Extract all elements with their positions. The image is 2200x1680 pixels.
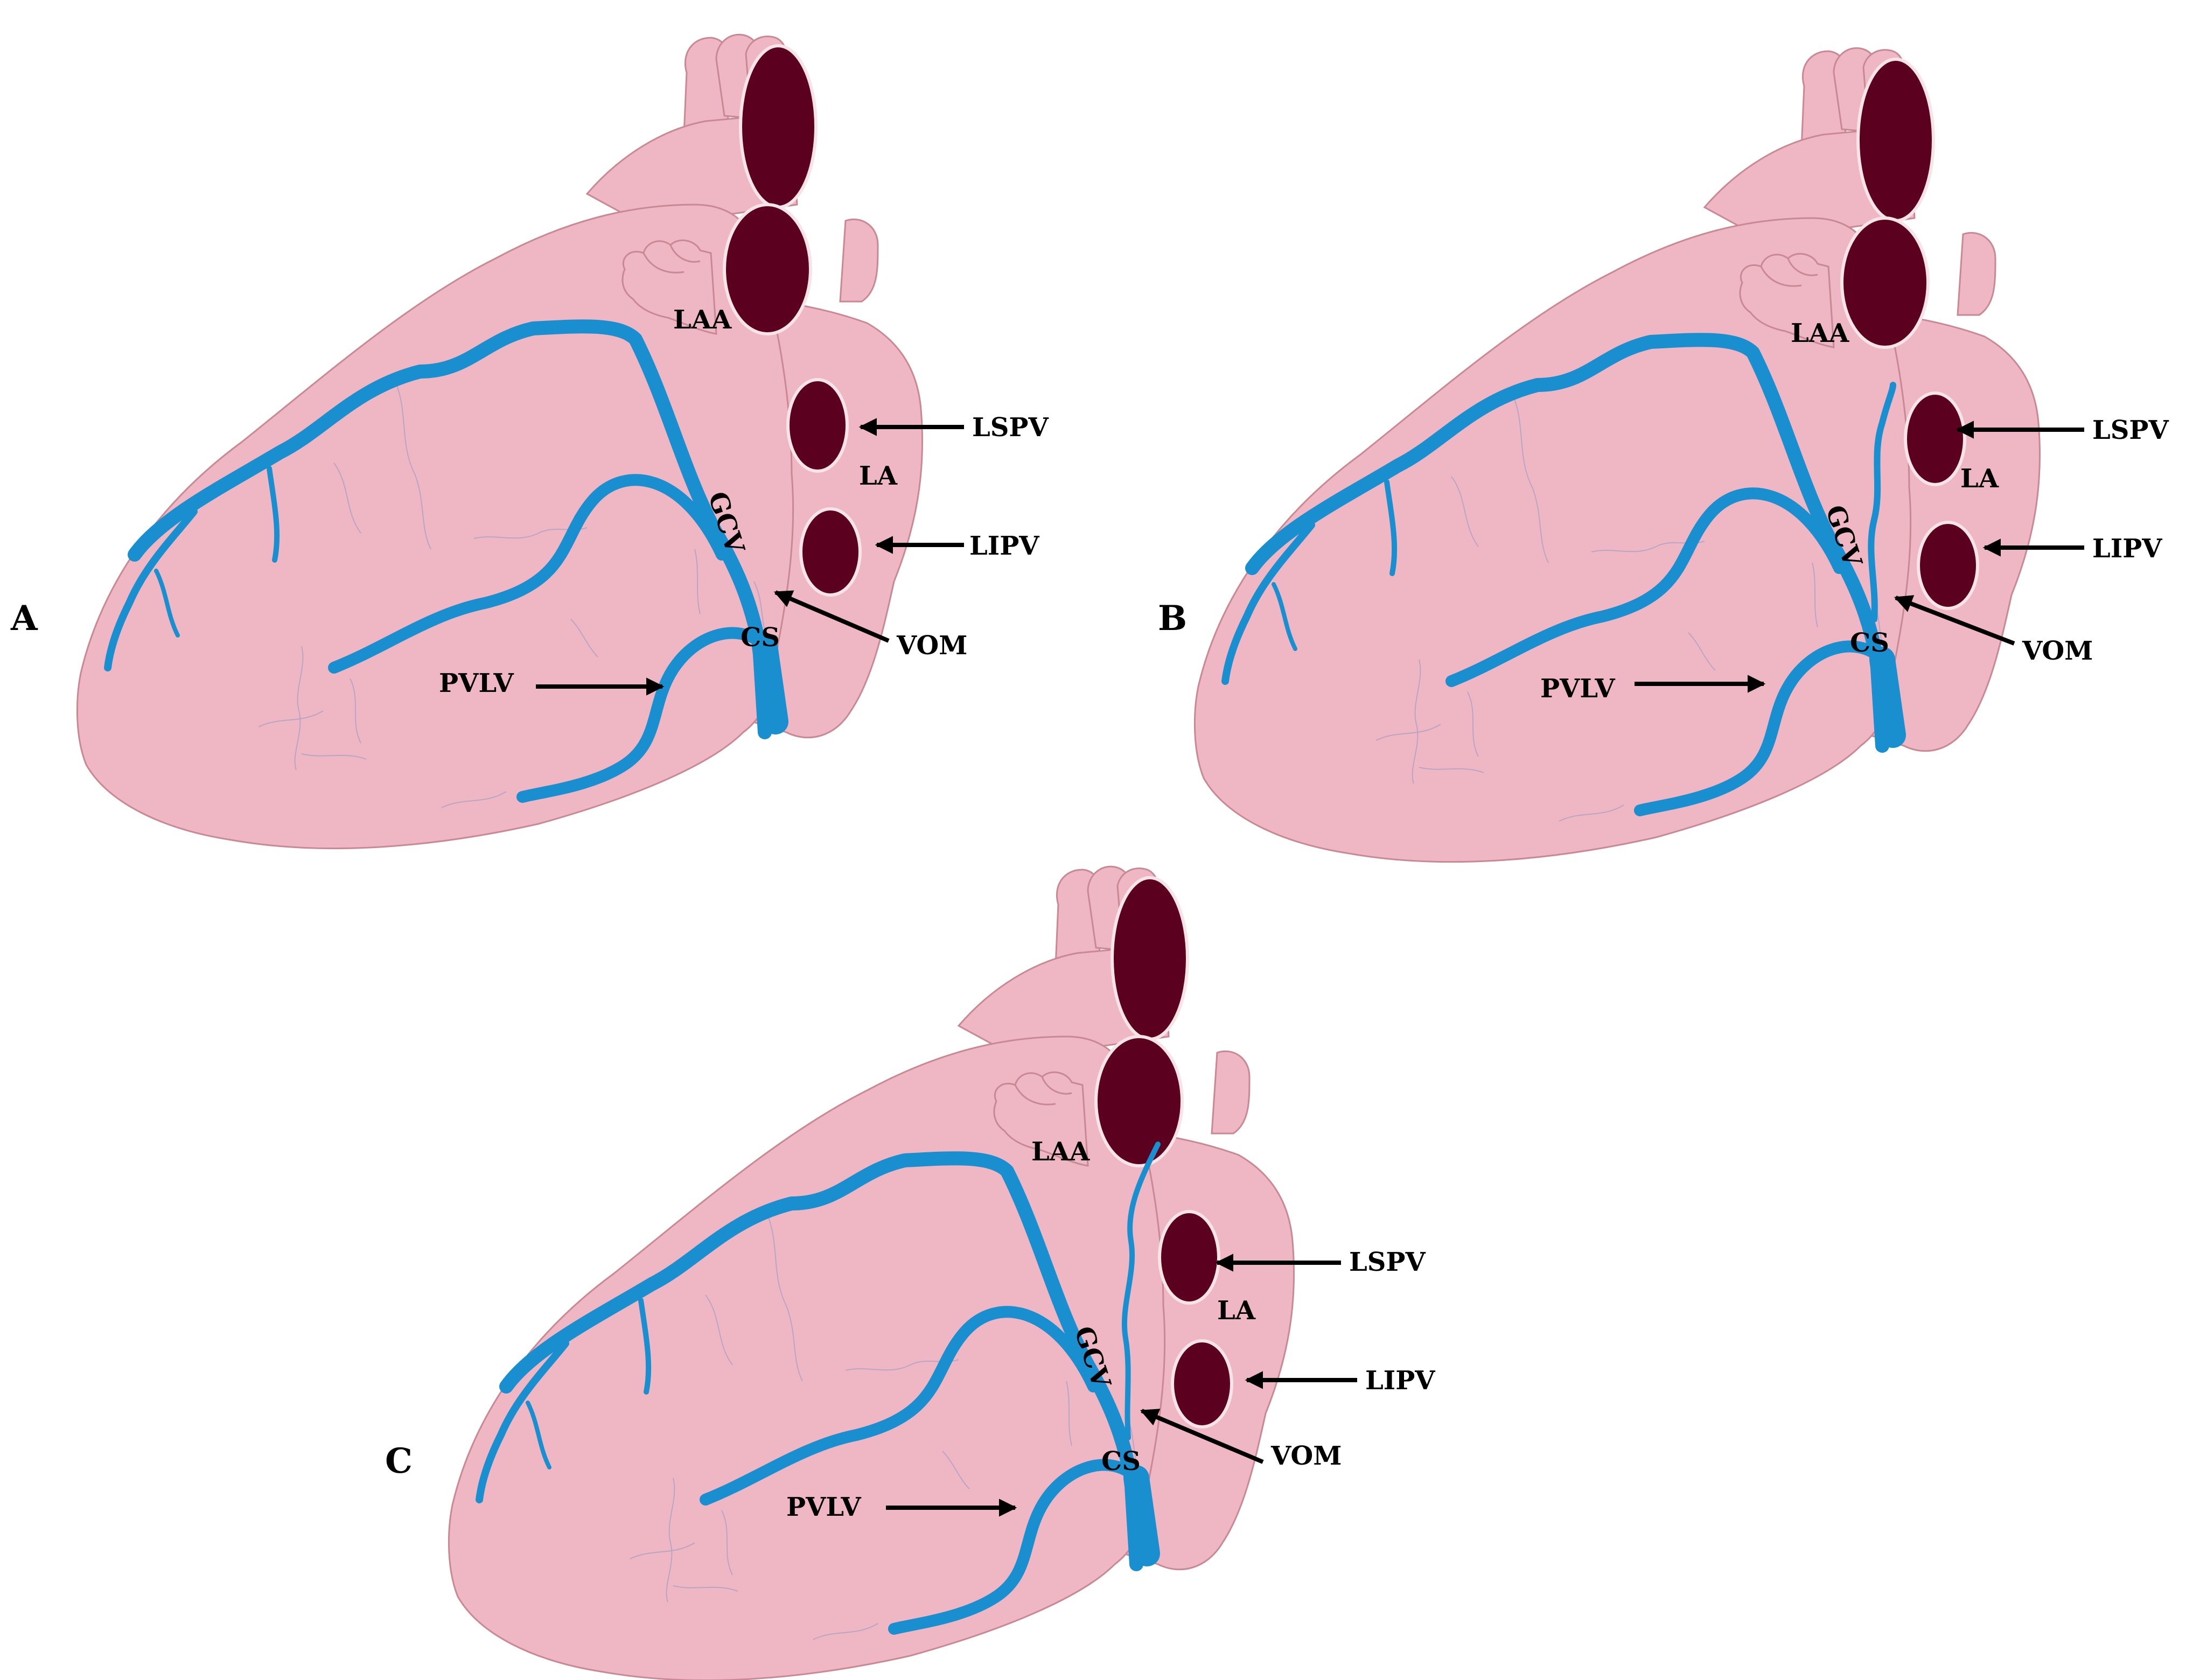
label-vom-a: VOM bbox=[896, 631, 967, 661]
label-la-c: LA bbox=[1217, 1296, 1256, 1326]
label-cs-a: CS bbox=[741, 622, 780, 653]
heart-illustration-b bbox=[1195, 48, 2040, 862]
label-vom-c: VOM bbox=[1270, 1441, 1342, 1471]
panel-a: A LAA LA LSPV LIPV GCV CS VOM PVLV bbox=[10, 34, 1049, 848]
label-lspv-c: LSPV bbox=[1349, 1247, 1426, 1277]
label-lipv-c: LIPV bbox=[1365, 1366, 1435, 1396]
panel-label-a: A bbox=[10, 598, 38, 639]
panel-label-b: B bbox=[1158, 598, 1187, 639]
arrow-vom-c bbox=[1140, 1409, 1264, 1464]
arrow-vom-a bbox=[773, 590, 890, 643]
label-pvlv-c: PVLV bbox=[786, 1492, 861, 1522]
label-pvlv-a: PVLV bbox=[439, 668, 514, 698]
label-cs-b: CS bbox=[1850, 628, 1889, 658]
arrow-vom-b bbox=[1894, 595, 2015, 646]
label-lspv-a: LSPV bbox=[972, 412, 1049, 443]
label-lipv-b: LIPV bbox=[2092, 534, 2162, 564]
label-laa-a: LAA bbox=[673, 305, 732, 335]
panel-label-c: C bbox=[385, 1441, 413, 1481]
label-la-a: LA bbox=[859, 461, 898, 491]
label-laa-c: LAA bbox=[1031, 1137, 1090, 1167]
panel-c: C LAA LA LSPV LIPV GCV CS VOM PVLV bbox=[385, 866, 1435, 1680]
heart-illustration-c bbox=[449, 866, 1294, 1680]
heart-illustration-a bbox=[77, 34, 922, 848]
label-pvlv-b: PVLV bbox=[1540, 674, 1615, 704]
label-la-b: LA bbox=[1960, 464, 1999, 494]
label-laa-b: LAA bbox=[1791, 318, 1849, 348]
label-lspv-b: LSPV bbox=[2092, 415, 2169, 445]
label-cs-c: CS bbox=[1101, 1446, 1141, 1476]
panel-b: B LAA LA LSPV LIPV GCV CS VOM PVLV bbox=[1158, 48, 2169, 862]
label-lipv-a: LIPV bbox=[969, 531, 1039, 561]
label-vom-b: VOM bbox=[2022, 636, 2093, 666]
